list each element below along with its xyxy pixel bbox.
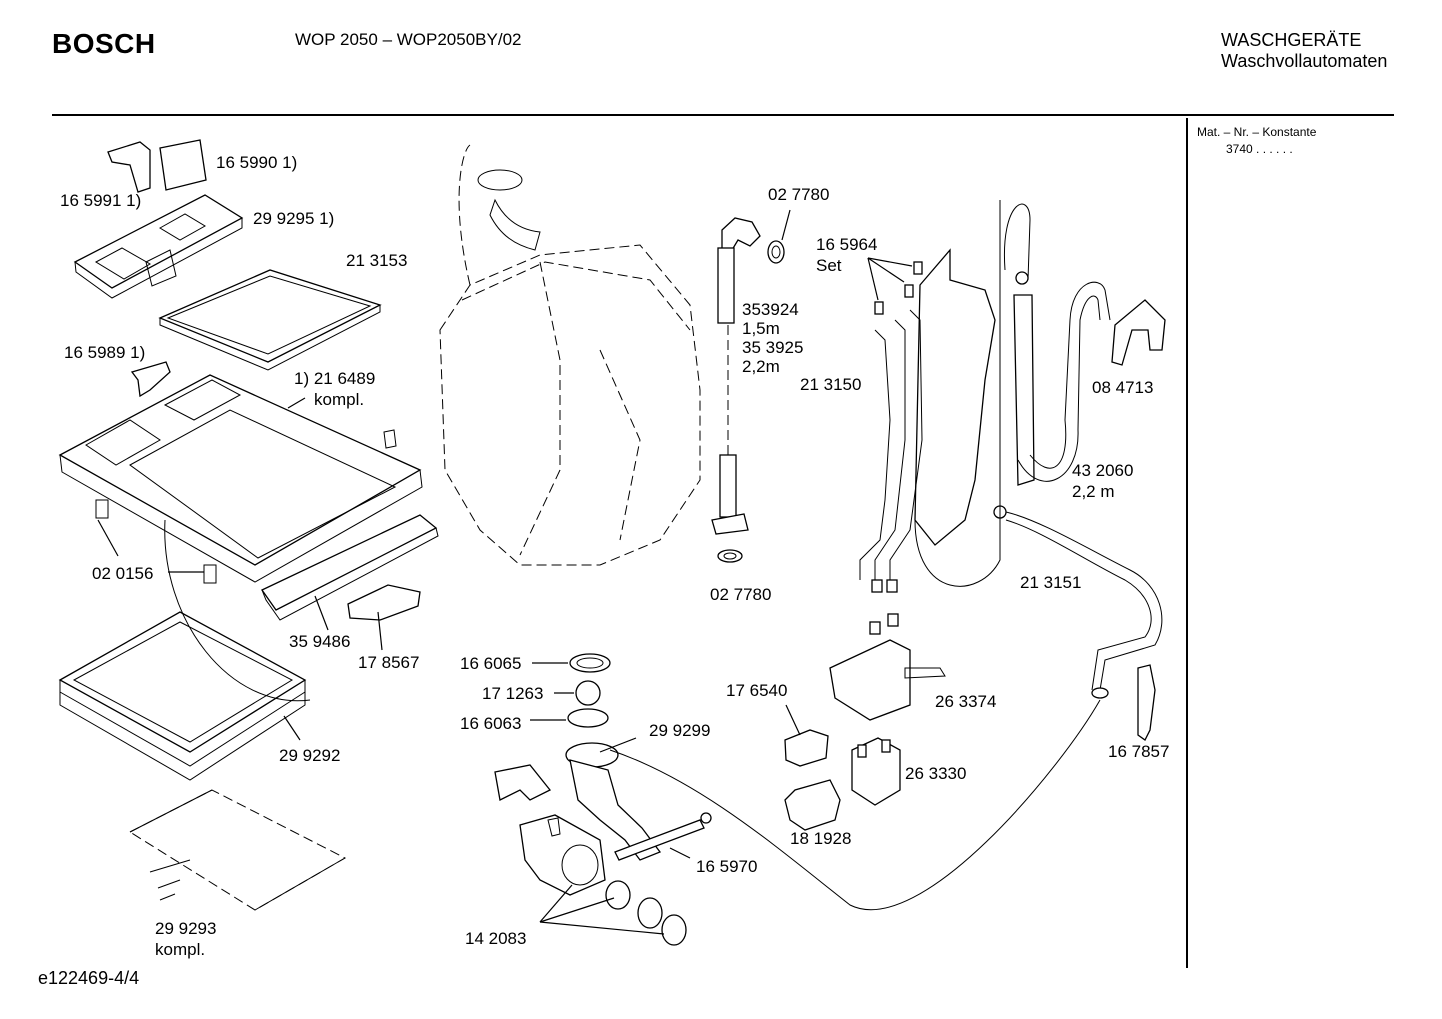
label-353925: 35 3925: [742, 338, 803, 357]
part-bracket: [494, 764, 552, 801]
leader-142083b: [539, 897, 615, 923]
label-176540: 17 6540: [726, 681, 787, 700]
label-299295: 29 9295 1): [253, 209, 334, 228]
category-subtitle: Waschvollautomaten: [1221, 51, 1388, 71]
part-ball: [575, 680, 601, 706]
label-166063: 16 6063: [460, 714, 521, 733]
part-interference-filter: [784, 729, 829, 767]
leader-299299: [599, 737, 637, 753]
part-drain-pump: [519, 814, 606, 896]
part-hose-clip: [1111, 299, 1166, 366]
part-inlet-hose: [1003, 203, 1035, 486]
part-filter: [605, 880, 687, 946]
label-165991: 16 5991 1): [60, 191, 141, 210]
part-outer-tub: [439, 144, 701, 566]
label-165989: 16 5989 1): [64, 343, 145, 362]
leader-176540: [785, 704, 801, 736]
part-drawer-clip: [107, 141, 151, 193]
label-299292: 29 9292: [279, 746, 340, 765]
label-181928: 18 1928: [790, 829, 851, 848]
part-seal-bottom: [717, 549, 743, 563]
label-084713: 08 4713: [1092, 378, 1153, 397]
part-lid-lock: [347, 584, 421, 621]
label-216489: 1) 21 6489: [294, 369, 375, 388]
label-359486: 35 9486: [289, 632, 350, 651]
leader-142083a: [539, 884, 573, 923]
leader-178567: [377, 611, 383, 651]
model-title: WOP 2050 – WOP2050BY/02: [295, 30, 522, 49]
label-263374: 26 3374: [935, 692, 996, 711]
part-clip-small: [130, 361, 171, 398]
part-lid-hinge-bar: [261, 514, 439, 621]
label-length-22m-b: 2,2 m: [1072, 482, 1115, 501]
hose-loop-right: [914, 200, 1001, 587]
part-top-frame: [58, 374, 423, 584]
leader-165964c: [867, 257, 913, 267]
label-213151: 21 3151: [1020, 573, 1081, 592]
label-165970: 16 5970: [696, 857, 757, 876]
part-drain-hose: [993, 505, 1163, 699]
label-213153: 21 3153: [346, 251, 407, 270]
part-pump-hose: [614, 812, 712, 861]
part-seal-top: [767, 240, 785, 264]
part-seal-ring: [569, 653, 611, 673]
label-299293: 29 9293: [155, 919, 216, 938]
category-title: WASCHGERÄTE: [1221, 30, 1362, 50]
label-165990: 16 5990 1): [216, 153, 297, 172]
side-panel-divider: [1186, 118, 1188, 968]
leader-165964a: [867, 257, 879, 301]
label-216489-kompl: kompl.: [314, 390, 364, 409]
material-number-value: 3740 . . . . . .: [1226, 142, 1293, 156]
label-299293-kompl: kompl.: [155, 940, 205, 959]
part-ring: [567, 708, 609, 728]
label-165964-set: Set: [816, 256, 842, 275]
part-overflow-hose: [1017, 281, 1111, 482]
label-165964: 16 5964: [816, 235, 877, 254]
leader-299292: [283, 715, 301, 741]
hose-loop-bottom: [609, 699, 1101, 911]
part-nozzle-set: [874, 261, 923, 315]
label-142083: 14 2083: [465, 929, 526, 948]
part-solenoid-valve: [851, 737, 901, 806]
part-hose-holder: [1137, 664, 1156, 741]
leader-142083c: [539, 921, 665, 935]
document-id: e122469-4/4: [38, 968, 140, 988]
label-353924: 353924: [742, 300, 799, 319]
leader-020156: [97, 519, 119, 557]
part-lid-glass-springs: [128, 789, 347, 911]
leader-165964b: [867, 257, 905, 283]
label-178567: 17 8567: [358, 653, 419, 672]
label-length-15m: 1,5m: [742, 319, 780, 338]
material-number-heading: Mat. – Nr. – Konstante: [1197, 125, 1317, 139]
part-valve-manifold: [859, 248, 996, 593]
label-299299: 29 9299: [649, 721, 710, 740]
label-171263: 17 1263: [482, 684, 543, 703]
label-027780-bottom: 02 7780: [710, 585, 771, 604]
label-027780-top: 02 7780: [768, 185, 829, 204]
part-hose-bottom: [711, 454, 749, 535]
part-lid-frame: [58, 611, 307, 781]
part-detergent-drawer: [73, 194, 244, 299]
leader-216489: [287, 397, 306, 409]
label-213150: 21 3150: [800, 375, 861, 394]
hose-loop-left: [164, 519, 311, 702]
part-hose-elbow-top: [717, 217, 761, 324]
label-432060: 43 2060: [1072, 461, 1133, 480]
label-length-22m: 2,2m: [742, 357, 780, 376]
part-capacitor: [784, 779, 841, 831]
brand-logo: BOSCH: [52, 28, 156, 59]
leader-165970: [669, 847, 691, 859]
label-263330: 26 3330: [905, 764, 966, 783]
header-rule: [52, 114, 1394, 116]
leader-027780-top: [781, 209, 791, 241]
label-167857: 16 7857: [1108, 742, 1169, 761]
part-heater-block: [829, 613, 946, 721]
part-sump-hose: [565, 742, 662, 861]
label-020156: 02 0156: [92, 564, 153, 583]
leader-359486: [314, 595, 329, 631]
part-drawer-tray: [158, 269, 382, 371]
label-166065: 16 6065: [460, 654, 521, 673]
part-drawer-cap: [159, 139, 207, 191]
